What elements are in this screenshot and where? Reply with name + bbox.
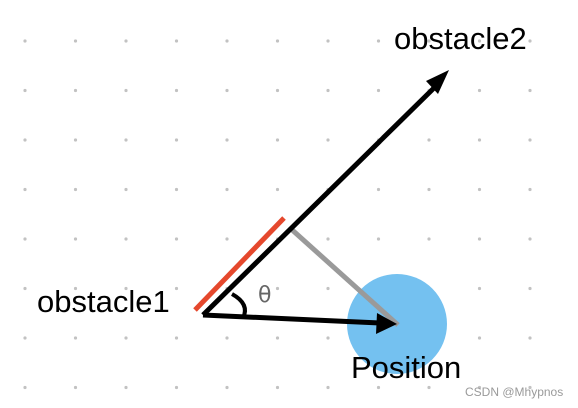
grid-dot — [73, 39, 78, 43]
grid-dot — [73, 138, 78, 142]
grid-dot — [124, 138, 128, 142]
grid-dot — [124, 88, 128, 93]
grid-dot — [477, 88, 482, 93]
grid-dot — [528, 336, 532, 340]
grid-dot — [174, 138, 179, 142]
grid-dot — [225, 237, 229, 241]
grid-dot — [528, 187, 532, 192]
grid-dot — [124, 187, 128, 192]
grid-dot — [427, 138, 431, 142]
grid-dot — [174, 88, 179, 93]
obstacle-vector-arrowhead — [426, 70, 449, 94]
angle-theta-label: θ — [258, 283, 271, 308]
grid-dot — [225, 336, 229, 340]
position-label: Position — [351, 350, 461, 385]
grid-dot — [73, 336, 78, 340]
grid-dot — [275, 138, 280, 142]
grid-dot — [275, 385, 280, 390]
grid-dot — [23, 39, 27, 43]
grid-dot — [174, 336, 179, 340]
grid-dot — [73, 286, 78, 291]
grid-dot — [73, 385, 78, 390]
grid-dot — [528, 237, 532, 241]
grid-dot — [225, 187, 229, 192]
watermark-text: CSDN @Mhypnos — [465, 385, 563, 399]
grid-dot — [427, 385, 431, 390]
position-vector — [202, 312, 381, 326]
dot-grid-background — [23, 39, 532, 390]
grid-dot — [528, 286, 532, 291]
grid-dot — [477, 336, 482, 340]
grid-dot — [477, 286, 482, 291]
grid-dot — [275, 39, 280, 43]
grid-dot — [528, 385, 532, 390]
grid-dot — [174, 286, 179, 291]
grid-dot — [23, 138, 27, 142]
grid-dot — [23, 336, 27, 340]
grid-dot — [376, 39, 381, 43]
grid-dot — [23, 187, 27, 192]
grid-dot — [528, 39, 532, 43]
perpendicular-line — [288, 226, 400, 327]
grid-dot — [124, 237, 128, 241]
grid-dot — [275, 286, 280, 291]
grid-dot — [376, 237, 381, 241]
grid-dot — [124, 385, 128, 390]
grid-dot — [376, 187, 381, 192]
grid-dot — [225, 385, 229, 390]
position-vector-arrowhead — [376, 313, 397, 334]
obstacle1-label: obstacle1 — [37, 284, 170, 319]
grid-dot — [124, 286, 128, 291]
grid-dot — [174, 187, 179, 192]
grid-dot — [23, 286, 27, 291]
grid-dot — [528, 88, 532, 93]
grid-dot — [275, 88, 280, 93]
angle-arc — [230, 292, 247, 319]
grid-dot — [477, 385, 482, 390]
grid-dot — [73, 88, 78, 93]
grid-dot — [275, 187, 280, 192]
grid-dot — [376, 385, 381, 390]
grid-dot — [477, 39, 482, 43]
grid-dot — [477, 237, 482, 241]
grid-dot — [326, 88, 330, 93]
grid-dot — [326, 286, 330, 291]
grid-dot — [326, 336, 330, 340]
grid-dot — [477, 187, 482, 192]
grid-dot — [73, 237, 78, 241]
grid-dot — [23, 385, 27, 390]
grid-dot — [124, 336, 128, 340]
grid-dot — [427, 237, 431, 241]
grid-dot — [477, 138, 482, 142]
grid-dot — [225, 138, 229, 142]
grid-dot — [326, 237, 330, 241]
grid-dot — [174, 237, 179, 241]
obstacle-direction-vector — [201, 84, 438, 317]
grid-dot — [225, 39, 229, 43]
grid-dot — [326, 39, 330, 43]
grid-dot — [427, 187, 431, 192]
grid-dot — [23, 237, 27, 241]
grid-dot — [23, 88, 27, 93]
grid-dot — [124, 39, 128, 43]
grid-dot — [326, 138, 330, 142]
obstacle2-label: obstacle2 — [394, 21, 527, 56]
projection-segment — [193, 216, 286, 312]
grid-dot — [174, 39, 179, 43]
grid-dot — [225, 88, 229, 93]
grid-dot — [528, 138, 532, 142]
grid-dot — [376, 88, 381, 93]
grid-dot — [275, 336, 280, 340]
grid-dot — [427, 39, 431, 43]
grid-dot — [73, 187, 78, 192]
grid-dot — [326, 385, 330, 390]
grid-dot — [174, 385, 179, 390]
